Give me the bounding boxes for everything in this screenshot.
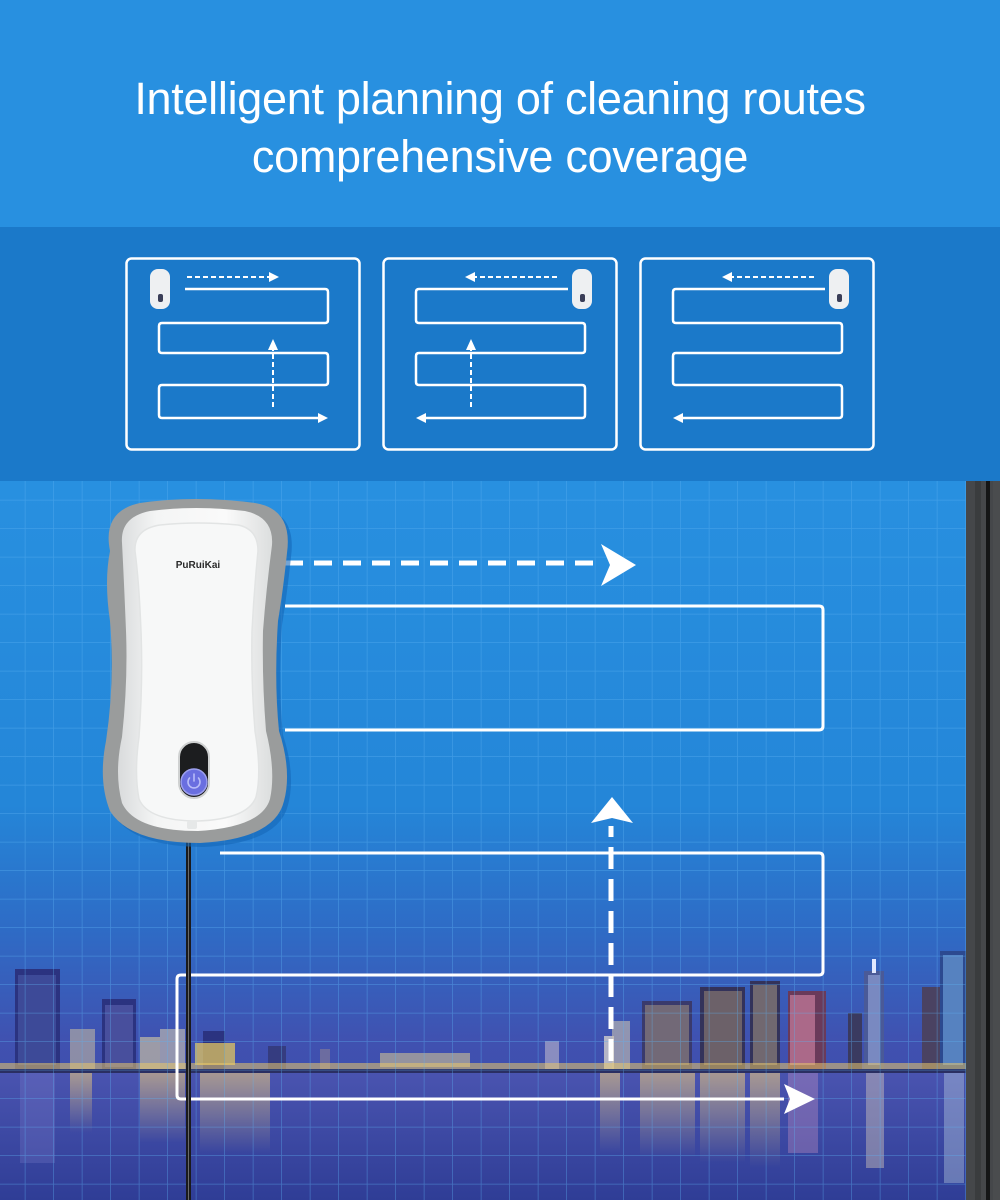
cord-connector — [187, 821, 197, 829]
window-frame — [966, 481, 1000, 1200]
diagram-frame — [125, 257, 361, 451]
power-icon — [187, 773, 201, 789]
route-diagram-3 — [639, 257, 875, 451]
route-end-arrow — [784, 1084, 815, 1114]
hero-scene: PuRuiKai — [0, 481, 1000, 1200]
title-line-2: comprehensive coverage — [251, 131, 749, 182]
window-cleaning-robot: PuRuiKai — [102, 499, 292, 847]
header-banner: Intelligent planning of cleaning routes … — [0, 0, 1000, 227]
robot-brand-label: PuRuiKai — [176, 560, 221, 571]
robot-mini-icon — [572, 269, 592, 309]
diagram-frame — [639, 257, 875, 451]
page-title: Intelligent planning of cleaning routes … — [0, 70, 1000, 186]
robot-mini-icon — [829, 269, 849, 309]
title-line-1: Intelligent planning of cleaning routes — [134, 73, 866, 124]
diagram-frame — [382, 257, 618, 451]
start-direction-arrow — [601, 544, 636, 586]
route-diagram-1 — [125, 257, 361, 451]
robot-mini-icon — [150, 269, 170, 309]
next-row-arrow — [591, 797, 633, 823]
route-diagram-2 — [382, 257, 618, 451]
power-button — [180, 768, 208, 796]
cleaning-route — [175, 604, 825, 1101]
